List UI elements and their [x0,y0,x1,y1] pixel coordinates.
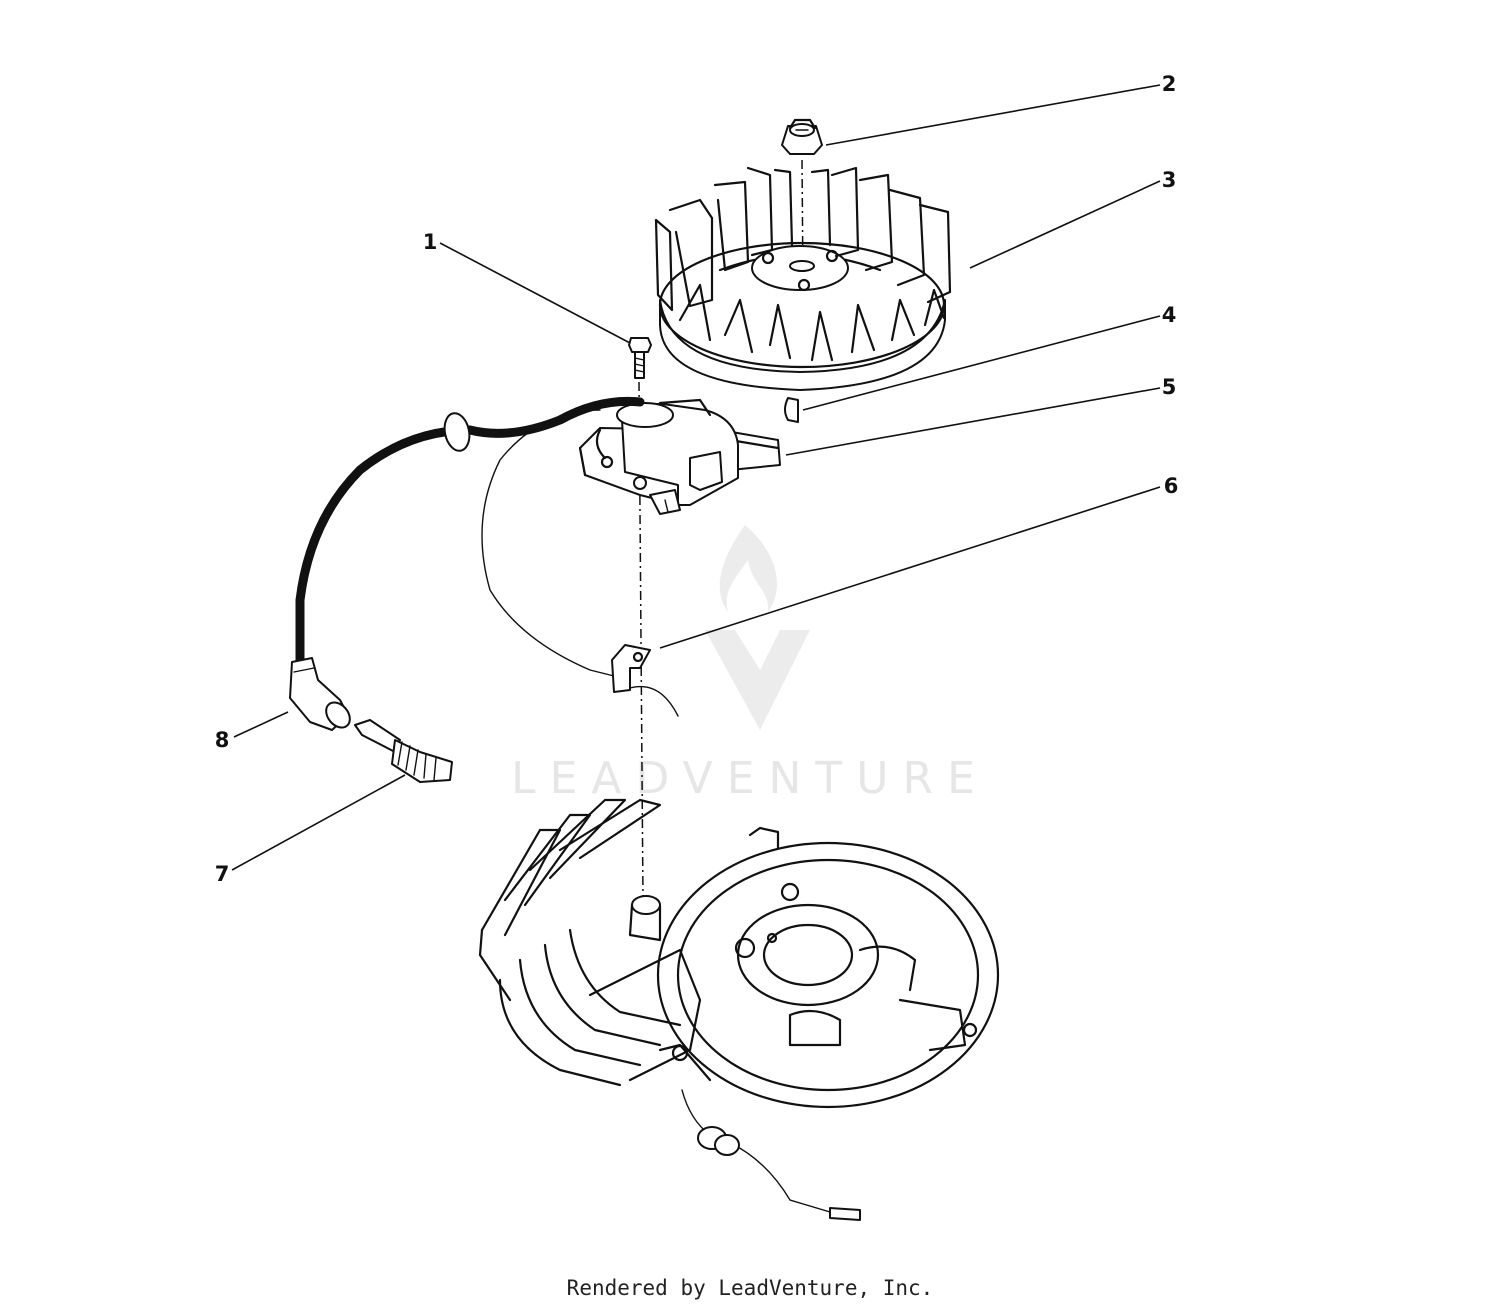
leader-line-3 [969,180,1161,269]
wire-clip-drawing [611,644,679,717]
leader-line-2 [825,84,1161,146]
watermark-text: LEADVENTURE [511,753,989,804]
cylinder-fins [478,798,682,1087]
leader-line-1 [439,242,631,344]
leader-line-5 [785,387,1161,456]
watermark: LEADVENTURE [511,525,989,804]
callout-labels: 1 2 3 4 5 6 7 8 [215,72,1179,886]
render-credit: Rendered by LeadVenture, Inc. [566,1276,934,1300]
spark-plug-boot-drawing [289,657,351,731]
callout-1: 1 [423,230,438,254]
engine-block-drawing [478,798,1000,1109]
bolt-drawing [628,337,652,379]
callout-4: 4 [1162,303,1177,327]
callout-3: 3 [1162,168,1177,192]
callout-8: 8 [215,728,230,752]
leader-line-7 [231,774,406,871]
ignition-module-drawing [578,398,781,515]
callout-5: 5 [1162,375,1177,399]
callout-2: 2 [1162,72,1177,96]
flywheel-drawing [654,166,952,391]
leader-line-8 [233,711,289,738]
callout-6: 6 [1164,474,1179,498]
leader-line-4 [802,315,1161,411]
flame-v-logo [705,525,810,730]
assembly-axes [638,159,804,901]
leader-lines [231,84,1161,871]
callout-7: 7 [215,862,230,886]
spark-plug-drawing [354,719,453,783]
flywheel-nut-drawing [781,118,823,155]
flywheel-fins [654,166,952,362]
ignition-lead-drawing [295,396,645,681]
stop-wire-drawing [681,1089,861,1221]
flywheel-key-drawing [784,397,799,423]
leader-line-6 [659,486,1161,649]
